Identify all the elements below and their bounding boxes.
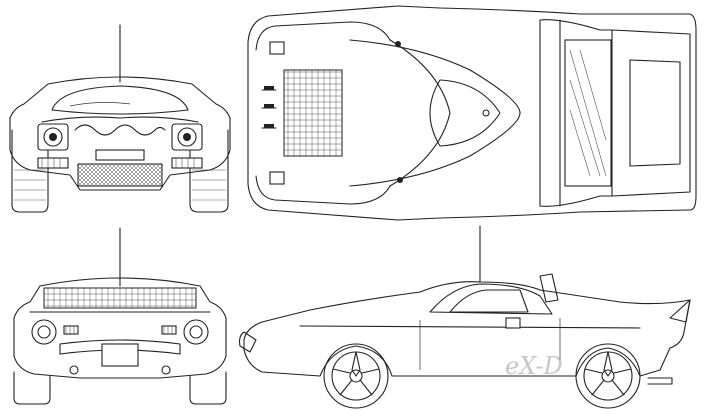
door-handle <box>505 317 521 329</box>
watermark: eX-D <box>505 352 563 380</box>
mirror-right <box>397 177 403 183</box>
rear-spoiler-top <box>611 29 691 197</box>
left-taillight <box>31 319 57 345</box>
left-tyre-rear <box>13 371 51 405</box>
top-windscreen <box>349 39 521 187</box>
left-tyre-front <box>11 129 49 213</box>
front-body <box>9 76 231 191</box>
wiper <box>69 102 131 107</box>
rear-view <box>13 227 227 405</box>
front-windscreen <box>51 85 189 115</box>
rear-spoiler <box>669 299 691 323</box>
bonnet-scallops <box>74 124 166 136</box>
rear-body <box>13 277 227 379</box>
front-view <box>9 24 231 213</box>
front-plate <box>95 149 145 161</box>
right-headlight <box>171 123 203 151</box>
roof <box>429 79 501 147</box>
top-body <box>247 5 697 221</box>
front-wheel <box>323 343 389 409</box>
exhaust-side <box>647 377 673 385</box>
right-taillight <box>183 319 209 345</box>
exhaust-right <box>161 365 171 375</box>
right-tyre-rear <box>189 371 227 405</box>
rear-plate <box>101 343 139 367</box>
top-view <box>247 5 697 221</box>
left-headlight <box>37 123 69 151</box>
side-window <box>429 283 553 315</box>
right-tyre-front <box>189 129 229 213</box>
side-view: eX-D <box>238 225 691 409</box>
bonnet-vents <box>283 69 343 157</box>
exhaust-left <box>69 365 79 375</box>
roll-bar <box>539 273 559 303</box>
left-intake <box>37 157 69 169</box>
mirror-left <box>395 41 401 47</box>
side-body <box>243 281 691 377</box>
right-intake <box>171 157 203 169</box>
rear-wheel <box>575 343 641 409</box>
rear-window-louvres <box>43 287 197 309</box>
front-grille <box>77 163 163 187</box>
fog-light <box>238 331 257 353</box>
